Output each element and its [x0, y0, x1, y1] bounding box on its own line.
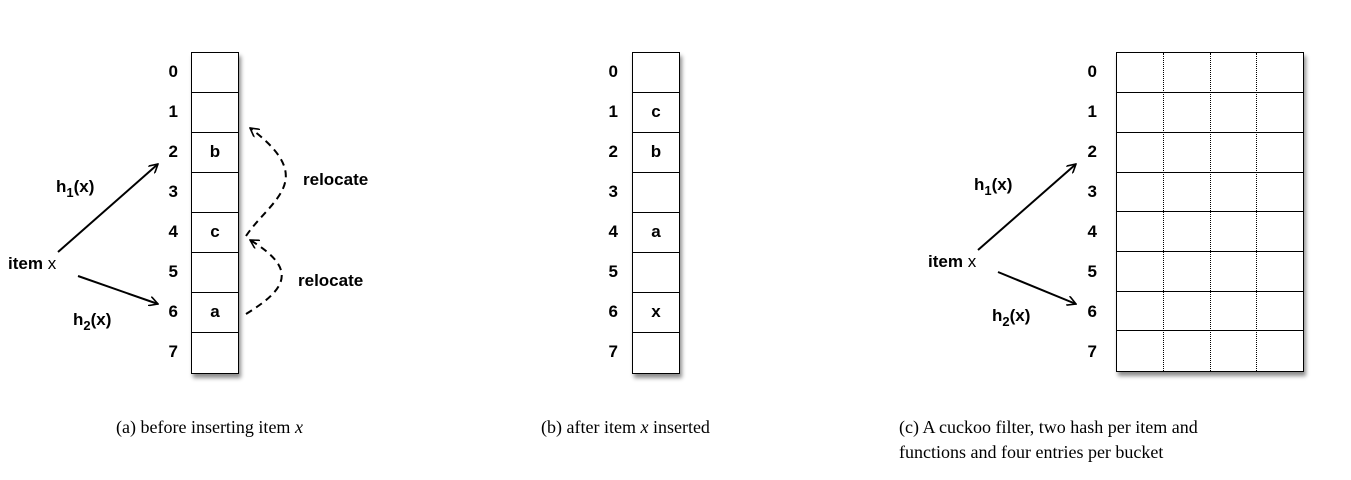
bucket-index: 0 — [1087, 62, 1097, 81]
bucket-index: 3 — [168, 182, 178, 201]
bucket-index: 0 — [608, 62, 618, 81]
bucket-index: 0 — [168, 62, 178, 81]
bucket-index: 5 — [608, 262, 618, 281]
hash-table-b — [632, 52, 680, 374]
cell-value: a — [651, 222, 661, 241]
relocate-curve-lower — [245, 239, 283, 315]
bucket-index: 3 — [1087, 182, 1097, 201]
caption-a: (a) before inserting item x — [116, 417, 303, 437]
bucket-index: 4 — [168, 222, 178, 241]
cell-value: b — [209, 142, 221, 161]
cell-value: a — [210, 302, 220, 321]
h2-arrow-a — [77, 275, 158, 304]
relocate-curve-upper — [245, 128, 287, 237]
bucket-index: 5 — [1087, 262, 1097, 281]
h2-label-a: h2(x) — [73, 310, 112, 333]
relocate-label-lower: relocate — [298, 271, 364, 290]
relocate-label-upper: relocate — [303, 170, 369, 189]
bucket-index: 4 — [1087, 222, 1097, 241]
cuckoo-filter-table — [1116, 52, 1304, 372]
bucket-index: 1 — [608, 102, 618, 121]
caption-b: (b) after item x inserted — [541, 417, 710, 437]
caption-c-line2: functions and four entries per bucket — [899, 442, 1164, 462]
bucket-index: 7 — [608, 342, 618, 361]
h2-arrow-c — [997, 271, 1076, 304]
h1-arrow-c — [977, 164, 1076, 251]
cell-value: x — [651, 302, 661, 321]
bucket-index: 3 — [608, 182, 618, 201]
cell-value: c — [210, 222, 220, 241]
h1-label-c: h1(x) — [974, 175, 1013, 198]
bucket-index: 1 — [1087, 102, 1097, 121]
bucket-index: 2 — [168, 142, 178, 161]
item-label-c: item x — [928, 252, 977, 271]
h1-label-a: h1(x) — [56, 177, 95, 200]
cell-value: b — [650, 142, 662, 161]
bucket-index: 2 — [608, 142, 618, 161]
bucket-index: 6 — [608, 302, 618, 321]
bucket-index: 1 — [168, 102, 178, 121]
h1-arrow-a — [57, 164, 158, 253]
bucket-index: 5 — [168, 262, 178, 281]
item-label-a: item x — [8, 254, 57, 273]
bucket-index: 2 — [1087, 142, 1097, 161]
bucket-index: 6 — [168, 302, 178, 321]
cell-value: c — [651, 102, 661, 121]
bucket-index: 4 — [608, 222, 618, 241]
caption-c-line1: (c) A cuckoo filter, two hash per item a… — [899, 417, 1198, 437]
h2-label-c: h2(x) — [992, 306, 1031, 329]
bucket-index: 7 — [1087, 342, 1097, 361]
bucket-index: 6 — [1087, 302, 1097, 321]
hash-table-a — [191, 52, 239, 374]
bucket-index: 7 — [168, 342, 178, 361]
